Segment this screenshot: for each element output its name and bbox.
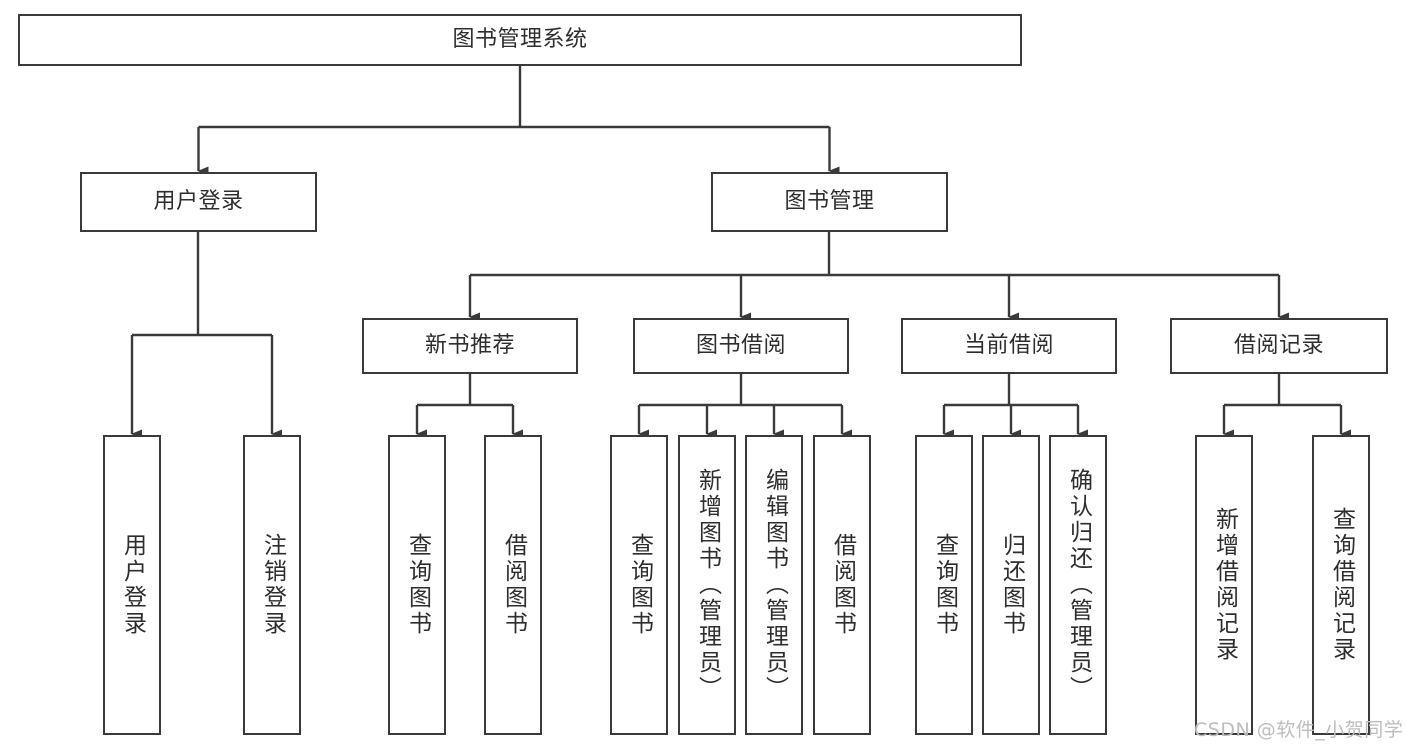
node-label-borrow-records: 借阅记录	[1233, 333, 1324, 359]
node-leaf-edit-book-admin[interactable]: 编辑图书（管理员）	[745, 435, 803, 735]
node-label-root: 图书管理系统	[452, 27, 588, 53]
node-root[interactable]: 图书管理系统	[18, 14, 1022, 66]
node-label-leaf-add-book-admin: 新增图书（管理员）	[694, 468, 721, 702]
node-label-book-management: 图书管理	[784, 189, 875, 215]
node-leaf-add-book-admin[interactable]: 新增图书（管理员）	[678, 435, 736, 735]
node-label-book-borrow: 图书借阅	[695, 333, 786, 359]
node-label-new-book-recommend: 新书推荐	[424, 333, 515, 359]
node-label-current-borrow: 当前借阅	[963, 333, 1054, 359]
node-new-book-recommend[interactable]: 新书推荐	[362, 318, 578, 374]
node-label-leaf-borrow-book-recommend: 借阅图书	[500, 533, 527, 637]
node-user-login[interactable]: 用户登录	[80, 172, 317, 232]
node-leaf-query-book-borrow[interactable]: 查询图书	[610, 435, 668, 735]
node-leaf-query-book-current[interactable]: 查询图书	[915, 435, 973, 735]
node-leaf-user-login[interactable]: 用户登录	[103, 435, 161, 735]
node-leaf-logout[interactable]: 注销登录	[243, 435, 301, 735]
node-label-user-login: 用户登录	[153, 189, 244, 215]
node-current-borrow[interactable]: 当前借阅	[901, 318, 1117, 374]
node-leaf-query-borrow-record[interactable]: 查询借阅记录	[1312, 435, 1370, 735]
node-leaf-add-borrow-record[interactable]: 新增借阅记录	[1195, 435, 1253, 735]
node-leaf-borrow-book[interactable]: 借阅图书	[813, 435, 871, 735]
node-label-leaf-return-book: 归还图书	[998, 533, 1025, 637]
node-book-management[interactable]: 图书管理	[711, 172, 948, 232]
node-leaf-query-book-recommend[interactable]: 查询图书	[388, 435, 446, 735]
csdn-watermark: CSDN @软件_小贺同学	[1194, 719, 1404, 741]
node-label-leaf-query-borrow-record: 查询借阅记录	[1328, 507, 1355, 663]
node-label-leaf-user-login: 用户登录	[119, 533, 146, 637]
node-label-leaf-confirm-return-admin: 确认归还（管理员）	[1065, 468, 1092, 702]
node-label-leaf-borrow-book: 借阅图书	[829, 533, 856, 637]
node-borrow-records[interactable]: 借阅记录	[1170, 318, 1388, 374]
node-label-leaf-query-book-recommend: 查询图书	[404, 533, 431, 637]
node-leaf-return-book[interactable]: 归还图书	[982, 435, 1040, 735]
node-book-borrow[interactable]: 图书借阅	[633, 318, 849, 374]
node-label-leaf-add-borrow-record: 新增借阅记录	[1211, 507, 1238, 663]
node-leaf-confirm-return-admin[interactable]: 确认归还（管理员）	[1049, 435, 1107, 735]
node-label-leaf-query-book-borrow: 查询图书	[626, 533, 653, 637]
node-label-leaf-logout: 注销登录	[259, 533, 286, 637]
node-label-leaf-edit-book-admin: 编辑图书（管理员）	[761, 468, 788, 702]
node-leaf-borrow-book-recommend[interactable]: 借阅图书	[484, 435, 542, 735]
node-label-leaf-query-book-current: 查询图书	[931, 533, 958, 637]
